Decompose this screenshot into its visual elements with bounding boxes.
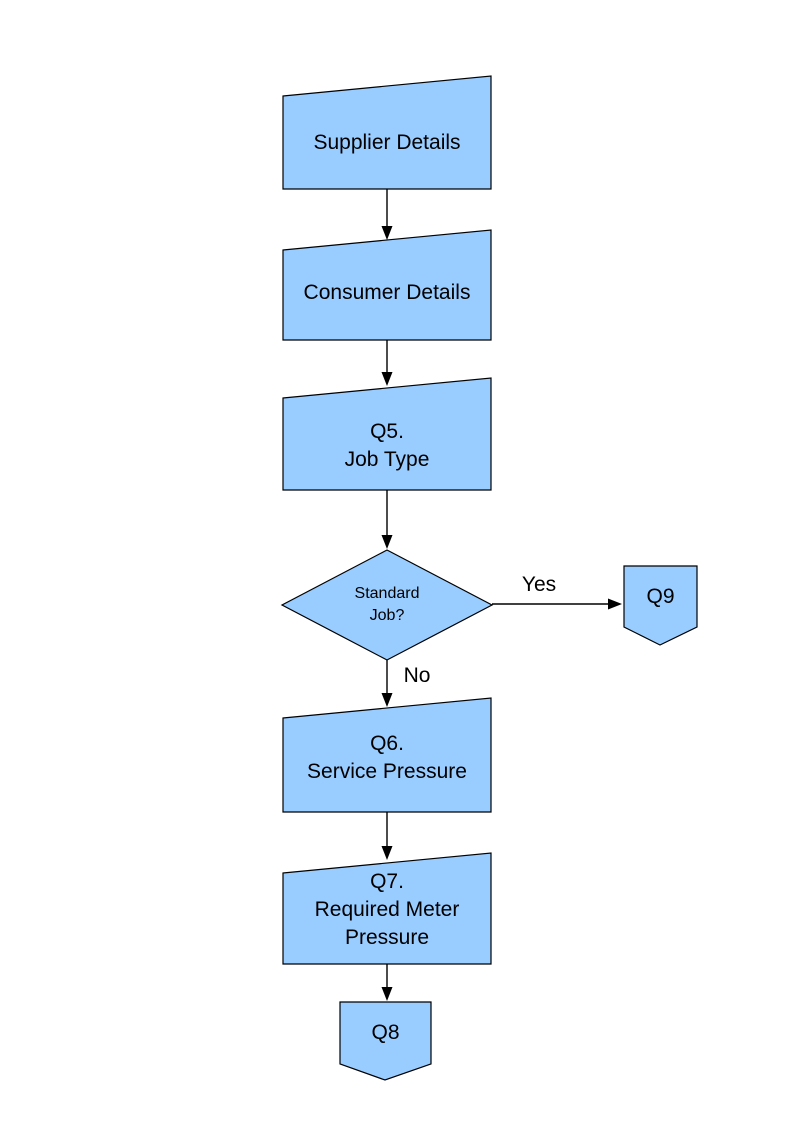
arrow-decision-yes-to-q9 <box>492 598 622 610</box>
q7-required-meter-pressure-shape <box>282 852 492 965</box>
q5-job-type-shape <box>282 377 492 491</box>
q6-service-pressure-shape <box>282 697 492 813</box>
arrow-q5-to-decision <box>381 490 393 549</box>
q8-offpage-connector-shape <box>339 1001 432 1081</box>
consumer-details-shape <box>282 229 492 341</box>
arrow-q7-to-q8 <box>381 964 393 1001</box>
arrow-decision-no-to-q6 <box>381 660 393 707</box>
q9-offpage-connector-shape <box>623 565 698 646</box>
arrow-supplier-to-consumer <box>381 189 393 240</box>
supplier-details-shape <box>282 75 492 190</box>
arrow-consumer-to-q5 <box>381 340 393 386</box>
arrow-q6-to-q7 <box>381 812 393 860</box>
standard-job-decision-shape <box>280 549 494 661</box>
